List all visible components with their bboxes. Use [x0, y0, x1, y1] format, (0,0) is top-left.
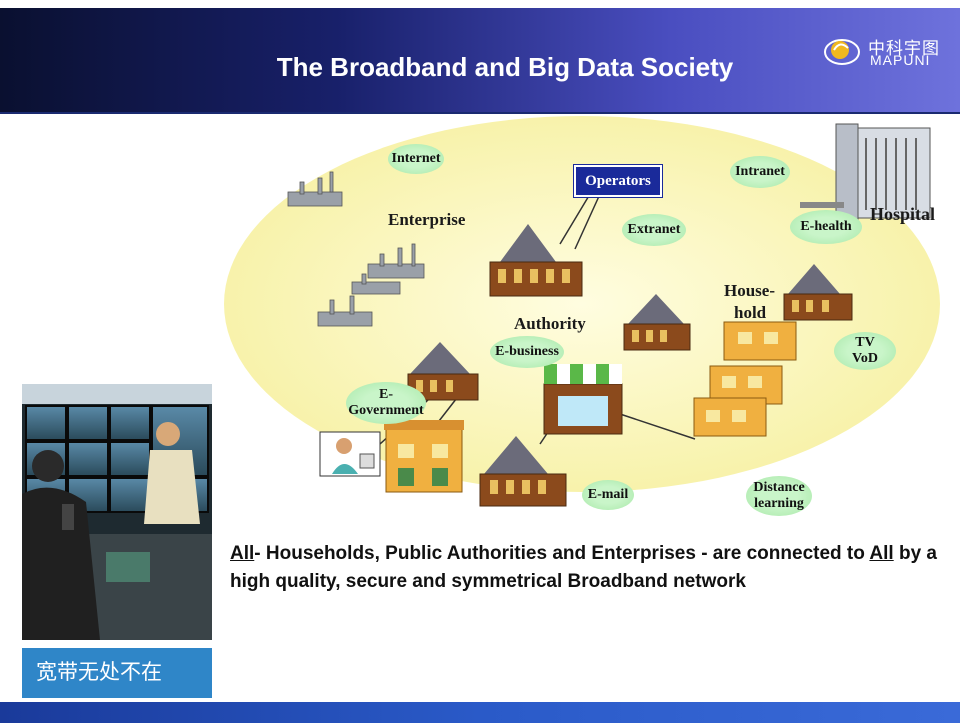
- person-at-computer-icon: [319, 431, 381, 477]
- caption-box: 宽带无处不在: [22, 648, 212, 698]
- statement-middle: - Households, Public Authorities and Ent…: [254, 543, 870, 564]
- intranet-bubble: Intranet: [730, 156, 790, 188]
- distance-learning-line1: Distance: [753, 479, 805, 495]
- hospital-building-icon: [800, 123, 931, 221]
- factory-icon-2: [367, 243, 425, 279]
- control-room-photo: [22, 384, 212, 640]
- ehealth-bubble: E-health: [790, 210, 862, 244]
- household-label: House- hold: [724, 280, 775, 324]
- egovernment-line1: E-: [379, 386, 393, 402]
- factory-icon-4: [317, 295, 373, 327]
- statement-all-second: All: [869, 543, 894, 564]
- factory-icon-1: [287, 171, 343, 207]
- factory-icon-3: [351, 273, 401, 295]
- tv-vod-line2: VoD: [852, 351, 878, 366]
- operators-box: Operators: [574, 165, 662, 197]
- statement-all-first: All: [230, 543, 255, 564]
- header-separator: [0, 112, 960, 114]
- tv-vod-bubble: TV VoD: [834, 332, 896, 370]
- brown-house-icon-2: [783, 264, 853, 321]
- header-top-border: [0, 0, 960, 8]
- brown-house-icon-4: [479, 436, 567, 507]
- distance-learning-bubble: Distance learning: [746, 476, 812, 516]
- internet-bubble: Internet: [388, 144, 444, 174]
- extranet-bubble: Extranet: [622, 214, 686, 246]
- logo-english-text: MAPUNI: [870, 52, 931, 68]
- header-bar: [0, 0, 960, 112]
- authority-label: Authority: [514, 314, 586, 333]
- government-house-icon: [384, 420, 464, 493]
- egovernment-line2: Government: [348, 403, 424, 418]
- egovernment-bubble: E- Government: [346, 382, 426, 424]
- household-house-stack-icon: [693, 321, 797, 437]
- shop-icon: [543, 364, 623, 435]
- household-label-line1: House-: [724, 281, 775, 300]
- broadband-statement: All- Households, Public Authorities and …: [230, 540, 960, 596]
- distance-learning-line2: learning: [754, 496, 804, 511]
- operators-label: Operators: [585, 172, 651, 189]
- logo-chinese-text: 中科宇图: [868, 39, 940, 58]
- brown-house-icon-1: [623, 294, 691, 351]
- mapuni-logo-icon: [824, 39, 860, 65]
- enterprise-label: Enterprise: [388, 210, 466, 229]
- hospital-label: Hospital: [870, 204, 936, 224]
- email-bubble: E-mail: [582, 480, 634, 510]
- footer-bar: [0, 702, 960, 723]
- tv-vod-line1: TV: [855, 334, 875, 350]
- authority-house-icon: [489, 224, 583, 297]
- statement-rest: by a high quality, secure and symmetrica…: [230, 543, 938, 592]
- household-label-line2: hold: [734, 303, 767, 322]
- ebusiness-bubble: E-business: [490, 336, 564, 368]
- slide-title: The Broadband and Big Data Society: [276, 52, 734, 82]
